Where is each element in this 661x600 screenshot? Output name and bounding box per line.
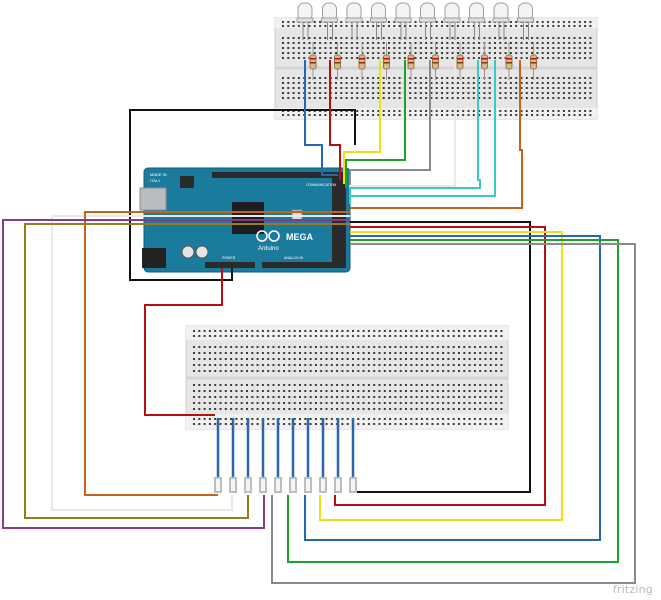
- wire-blue: [304, 60, 338, 176]
- resistor: [481, 42, 488, 80]
- wire-yellow: [319, 231, 563, 521]
- wire-blue: [304, 235, 601, 541]
- wire-red: [334, 226, 546, 506]
- resistor: [309, 42, 317, 80]
- wire-red: [329, 60, 341, 180]
- resistor: [383, 42, 390, 80]
- led: [345, 2, 363, 40]
- arduino-infinity-logo: [256, 230, 280, 242]
- leds: [296, 2, 537, 80]
- usb-connector: [139, 187, 167, 211]
- resistor: [407, 42, 415, 80]
- header-pin: [289, 418, 297, 493]
- wire-yellow: [343, 60, 381, 184]
- power-header: [205, 262, 255, 268]
- wire-orange: [84, 211, 350, 496]
- country-label: ITALY: [150, 178, 161, 183]
- led: [296, 2, 314, 40]
- wire-green: [287, 239, 619, 563]
- led: [419, 2, 436, 40]
- wire-olive: [24, 223, 350, 519]
- header-pin: [274, 418, 282, 493]
- wire-orange: [350, 60, 523, 209]
- led: [492, 2, 510, 40]
- mega-label: MEGA: [286, 232, 314, 242]
- top-breadboard-rail-bottom: [275, 108, 597, 119]
- made-in-label: MADE IN: [150, 172, 167, 177]
- bottom-breadboard: [185, 325, 509, 430]
- arduino-label: Arduino: [258, 246, 279, 252]
- bottom-breadboard-holes: [193, 330, 503, 425]
- header-pin: [304, 418, 312, 493]
- wire-green: [345, 60, 406, 188]
- wire-gray: [271, 243, 636, 584]
- led: [443, 2, 461, 40]
- capacitor-1: [181, 245, 195, 259]
- led: [394, 2, 412, 40]
- header-pin: [244, 418, 252, 493]
- wire-cyan: [349, 60, 496, 204]
- bottom-breadboard-rail-bottom: [186, 414, 508, 429]
- header-pin: [259, 418, 267, 493]
- led: [517, 2, 534, 40]
- resistor: [334, 42, 341, 80]
- resistor: [456, 42, 464, 80]
- wire-red: [144, 268, 223, 416]
- top-breadboard: [274, 17, 598, 120]
- bottom-breadboard-rail-top: [186, 326, 508, 340]
- wire-purple: [2, 219, 350, 529]
- wire-black: [350, 221, 531, 493]
- fritzing-watermark: fritzing: [612, 583, 653, 596]
- header-pin: [229, 418, 237, 493]
- wire-white: [51, 215, 350, 511]
- led: [468, 2, 485, 40]
- header-pin: [334, 418, 342, 493]
- main-chip: [232, 202, 264, 234]
- power-jack: [142, 248, 166, 268]
- wires: [2, 60, 636, 584]
- resistor: [432, 42, 439, 80]
- capacitor-2: [195, 245, 209, 259]
- led: [370, 2, 387, 40]
- header-pin: [214, 418, 222, 493]
- wire-cyan: [349, 60, 481, 200]
- digital-header-top: [212, 172, 332, 178]
- wire-gray: [349, 60, 431, 192]
- icsp-header: [180, 176, 194, 188]
- resistor: [358, 42, 366, 80]
- header-pin: [319, 418, 327, 493]
- header-pin: [349, 418, 357, 493]
- led: [321, 2, 338, 40]
- resistor: [505, 42, 513, 80]
- power-label: POWER: [222, 256, 236, 260]
- analog-label: ANALOG IN: [284, 256, 304, 260]
- analog-header: [262, 262, 332, 268]
- wire-black: [129, 109, 356, 281]
- communication-label: COMMUNICATION: [306, 183, 337, 187]
- resistor: [530, 42, 537, 80]
